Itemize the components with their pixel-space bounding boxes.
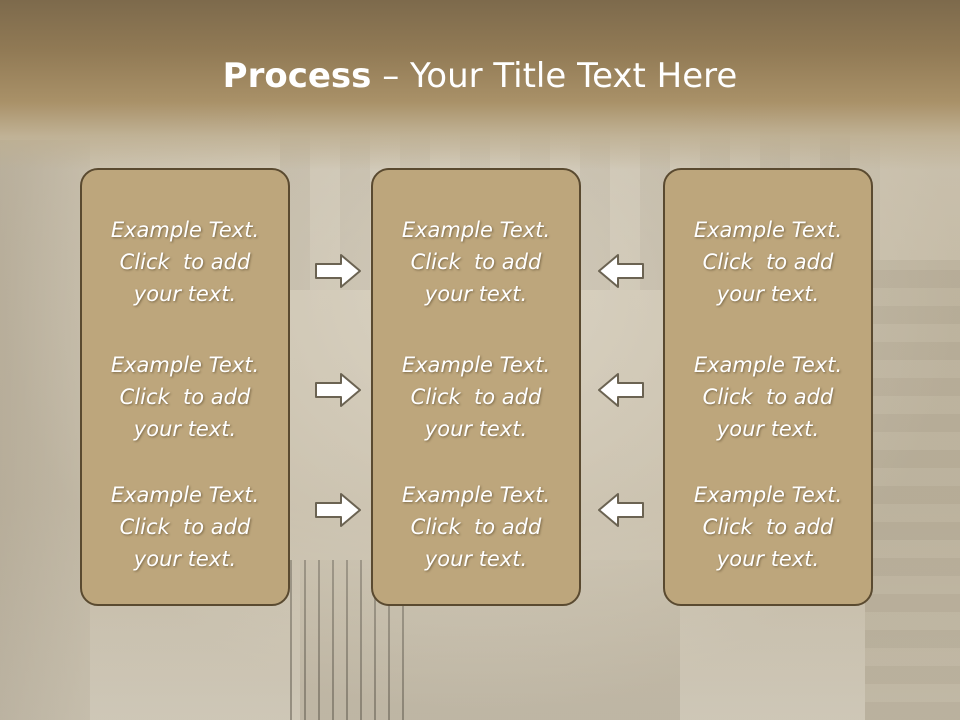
- right-arrow-icon: [315, 493, 361, 527]
- process-panel-left[interactable]: Example Text. Click to add your text. Ex…: [80, 168, 290, 606]
- slide-title[interactable]: Process – Your Title Text Here: [0, 54, 960, 98]
- right-arrow-icon: [315, 373, 361, 407]
- text-block[interactable]: Example Text. Click to add your text.: [693, 483, 843, 571]
- title-bold: Process: [222, 56, 372, 96]
- text-block[interactable]: Example Text. Click to add your text.: [401, 218, 551, 306]
- text-block[interactable]: Example Text. Click to add your text.: [110, 353, 260, 441]
- text-block[interactable]: Example Text. Click to add your text.: [401, 353, 551, 441]
- right-arrow-icon: [315, 254, 361, 288]
- left-arrow-icon: [598, 373, 644, 407]
- process-panel-right[interactable]: Example Text. Click to add your text. Ex…: [663, 168, 873, 606]
- left-arrow-icon: [598, 254, 644, 288]
- text-block[interactable]: Example Text. Click to add your text.: [110, 218, 260, 306]
- title-dash: –: [371, 56, 411, 96]
- text-block[interactable]: Example Text. Click to add your text.: [110, 483, 260, 571]
- text-block[interactable]: Example Text. Click to add your text.: [693, 353, 843, 441]
- text-block[interactable]: Example Text. Click to add your text.: [401, 483, 551, 571]
- process-panel-center[interactable]: Example Text. Click to add your text. Ex…: [371, 168, 581, 606]
- title-bar: [0, 0, 960, 170]
- title-rest: Your Title Text Here: [410, 56, 738, 96]
- left-arrow-icon: [598, 493, 644, 527]
- text-block[interactable]: Example Text. Click to add your text.: [693, 218, 843, 306]
